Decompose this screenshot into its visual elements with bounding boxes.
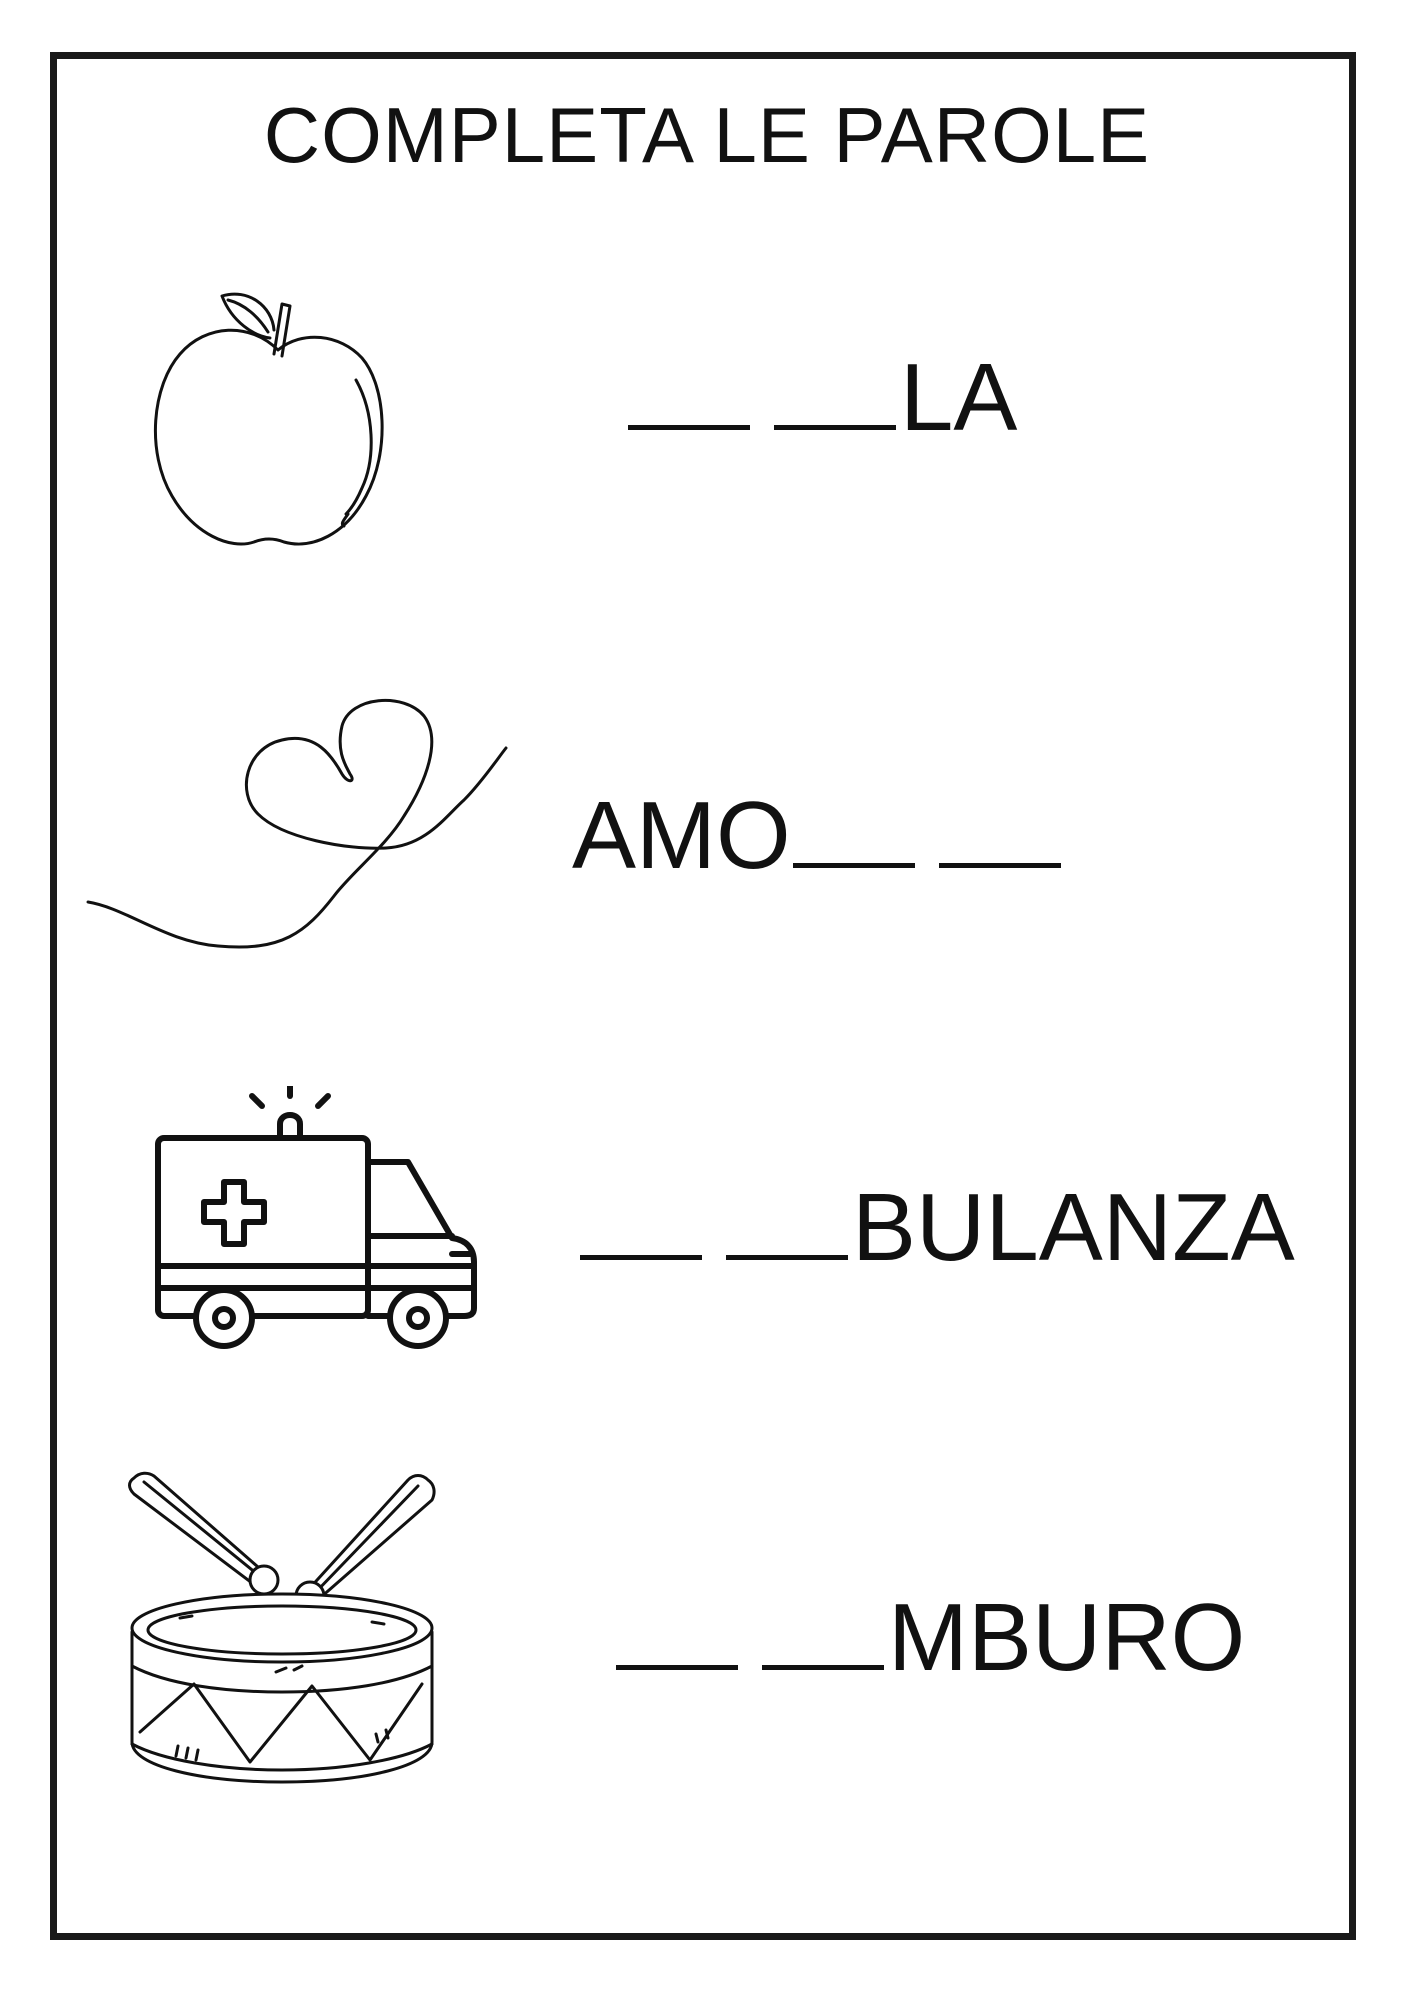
word-suffix: MBURO — [888, 1584, 1246, 1691]
worksheet-border — [50, 52, 1356, 1940]
word-row: BULANZA — [580, 1180, 1295, 1276]
letter-blank[interactable] — [628, 425, 750, 430]
word-suffix: BULANZA — [852, 1174, 1295, 1281]
letter-blank[interactable] — [616, 1665, 738, 1670]
letter-blank[interactable] — [762, 1665, 884, 1670]
drum-icon — [126, 1470, 440, 1790]
word-row: AMO — [572, 788, 1063, 884]
letter-blank[interactable] — [938, 863, 1061, 868]
word-row: LA — [628, 350, 1017, 446]
letter-blank[interactable] — [792, 863, 915, 868]
page-title: COMPLETA LE PAROLE — [263, 91, 1151, 179]
apple-icon — [150, 282, 400, 552]
ambulance-icon — [152, 1086, 486, 1356]
letter-blank[interactable] — [580, 1255, 702, 1260]
word-row: MBURO — [616, 1590, 1245, 1686]
word-suffix: LA — [900, 344, 1018, 451]
word-prefix: AMO — [572, 782, 791, 889]
letter-blank[interactable] — [726, 1255, 848, 1260]
letter-blank[interactable] — [774, 425, 896, 430]
ribbon-heart-icon — [86, 696, 516, 956]
